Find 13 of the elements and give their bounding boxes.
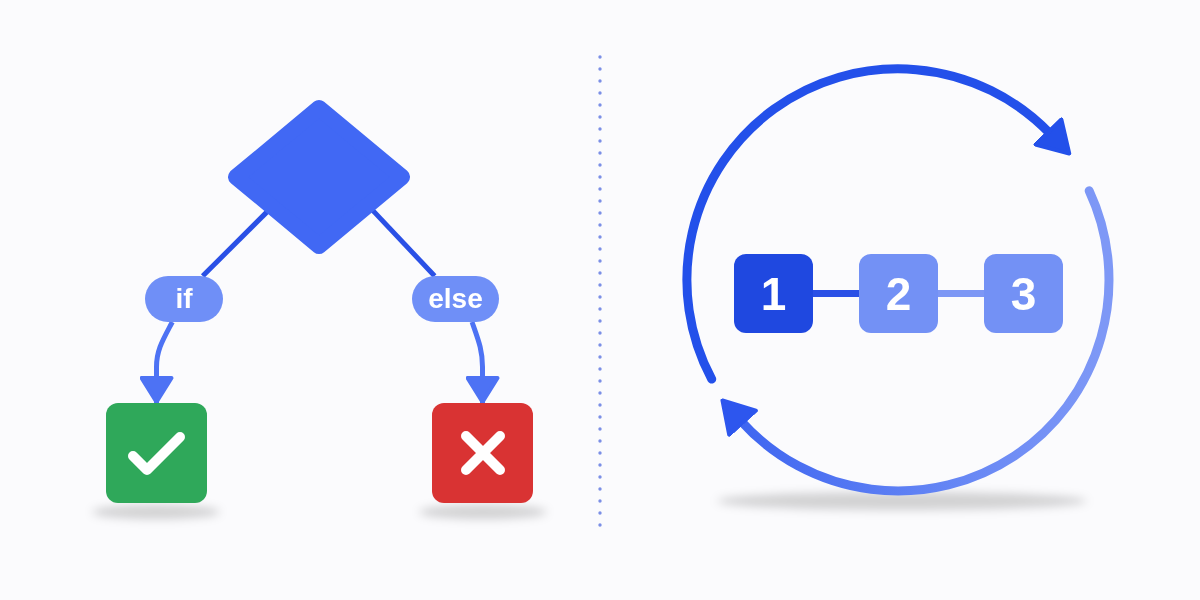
result-tile xyxy=(432,403,533,503)
condition-tag: else xyxy=(412,276,499,322)
connector-line xyxy=(938,290,984,297)
step-tile: 1 xyxy=(734,254,813,333)
connector-line xyxy=(200,209,270,278)
step-tile: 2 xyxy=(859,254,938,333)
arrow xyxy=(139,320,175,404)
arrow xyxy=(465,321,500,404)
step-tile: 3 xyxy=(984,254,1063,333)
connector-line xyxy=(813,290,859,297)
result-tile xyxy=(106,403,207,503)
condition-tag: if xyxy=(145,276,223,322)
connector-line xyxy=(369,207,437,278)
